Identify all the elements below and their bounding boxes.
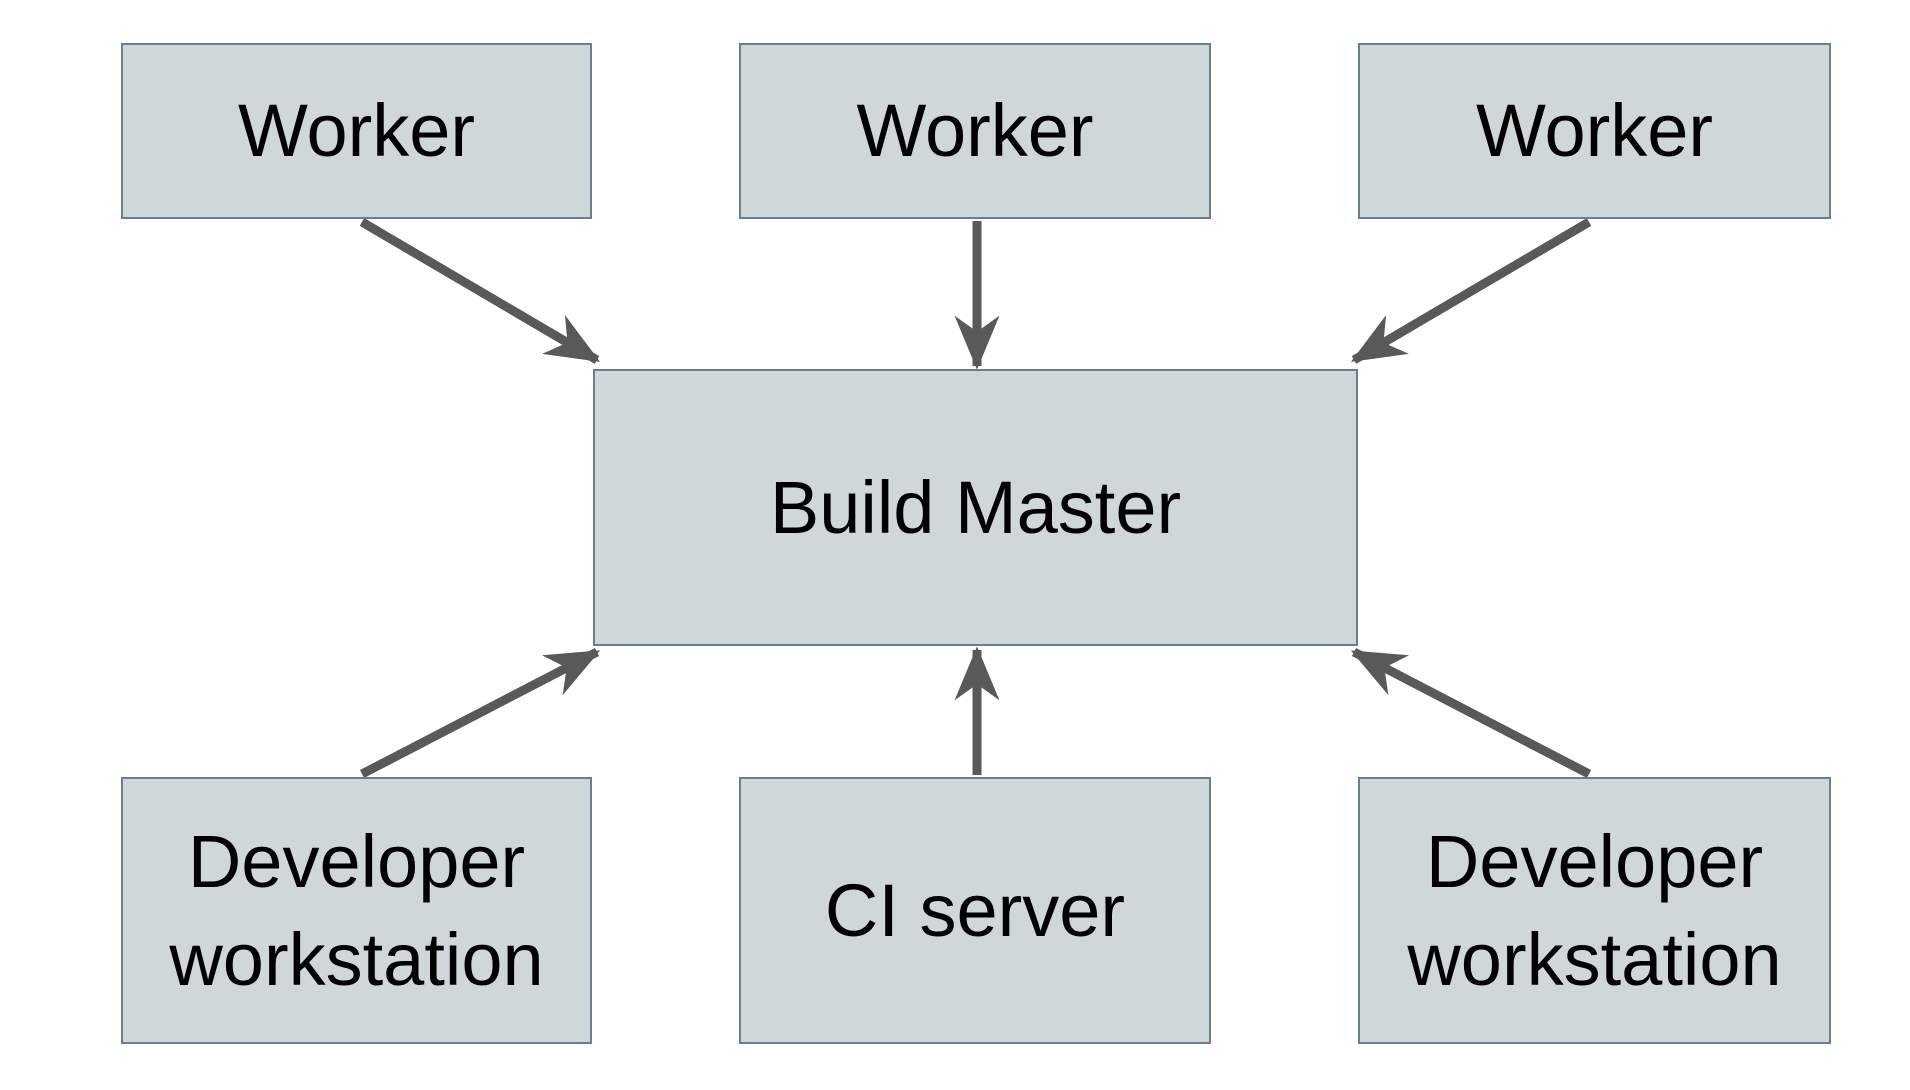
arrow-worker3-to-build-master [1350, 218, 1592, 364]
node-worker-2: Worker [739, 43, 1211, 219]
arrow-devworkstation1-to-build-master [359, 648, 601, 778]
node-developer-workstation-2-label: Developer workstation [1407, 819, 1782, 1001]
node-worker-3-label: Worker [1475, 89, 1714, 173]
node-developer-workstation-2: Developer workstation [1358, 777, 1831, 1044]
node-developer-workstation-1-label: Developer workstation [169, 819, 544, 1001]
node-worker-1-label: Worker [237, 89, 476, 173]
node-worker-3: Worker [1358, 43, 1831, 219]
node-build-master-label: Build Master [769, 465, 1182, 549]
node-worker-2-label: Worker [856, 89, 1094, 173]
node-ci-server-label: CI server [824, 868, 1126, 952]
node-ci-server: CI server [739, 777, 1211, 1044]
arrow-devworkstation2-to-build-master [1350, 648, 1592, 778]
node-developer-workstation-1: Developer workstation [121, 777, 592, 1044]
node-worker-1: Worker [121, 43, 592, 219]
node-build-master: Build Master [593, 369, 1358, 646]
arrow-worker1-to-build-master [359, 218, 601, 364]
